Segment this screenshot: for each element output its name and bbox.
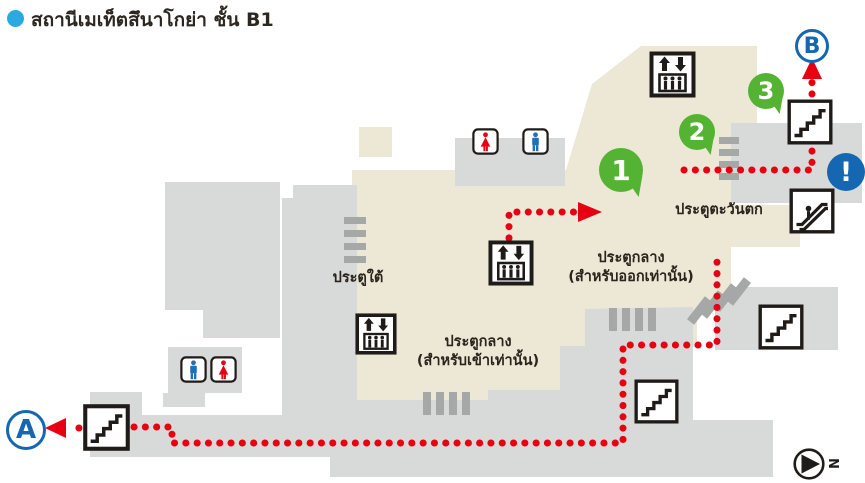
gate-bars-central-entry	[423, 392, 470, 415]
label-central-gate-entry-line1: ประตูกลาง	[444, 334, 512, 350]
alert-glyph: !	[839, 156, 853, 188]
gate-bars-central-exit	[609, 277, 751, 331]
label-central-gate-entry: ประตูกลาง (สำหรับเข้าเท่านั้น)	[394, 333, 562, 370]
toilet-women-icon	[210, 356, 237, 383]
route-arrow-right-icon	[578, 202, 602, 222]
stairs-icon	[758, 304, 804, 350]
label-central-gate-exit-line2: (สำหรับออกเท่านั้น)	[568, 268, 694, 285]
route-arrow-up-icon	[802, 58, 822, 79]
exit-a-letter: A	[15, 415, 37, 445]
area-concourse-small	[359, 127, 392, 157]
page-title: สถานีเมเท็ตสึนาโกย่า ชั้น B1	[31, 9, 274, 31]
toilet-men-icon	[522, 128, 549, 155]
escalator-icon	[789, 188, 835, 234]
label-central-gate-exit-line1: ประตูกลาง	[597, 250, 665, 266]
step-balloon-3: 3	[748, 73, 792, 114]
title-bullet-icon	[7, 10, 24, 27]
step-balloon-1: 1	[599, 148, 651, 197]
compass-icon	[792, 447, 826, 481]
area-corridor-strip	[282, 185, 357, 430]
route-to-exit-a	[130, 258, 721, 447]
exit-b-letter: B	[803, 33, 821, 59]
stairs-icon	[83, 404, 130, 451]
label-south-gate: ประตูใต้	[332, 270, 384, 286]
area-corridor-bottom-far-right	[600, 420, 773, 477]
label-west-gate: ประตูตะวันตก	[675, 202, 763, 218]
gate-bars-south	[344, 217, 366, 263]
route-arrow-left-icon	[45, 418, 66, 438]
elevator-icon	[488, 240, 534, 286]
area-corridor-bottom-mid2	[488, 390, 560, 477]
step-balloon-3-number: 3	[757, 77, 775, 105]
route-to-exit-b	[680, 145, 816, 174]
step-balloon-1-number: 1	[611, 153, 631, 187]
label-central-gate-entry-line2: (สำหรับเข้าเท่านั้น)	[416, 352, 540, 369]
exit-a-marker: A	[6, 410, 46, 450]
route-from-elevator	[505, 208, 580, 242]
toilet-women-icon	[472, 128, 499, 155]
alert-icon: !	[827, 153, 865, 191]
step-balloon-2-number: 2	[688, 118, 706, 146]
stairs-icon	[634, 379, 679, 424]
area-corridor-left	[165, 182, 280, 338]
exit-b-marker: B	[795, 29, 829, 63]
gate-bars-west	[719, 137, 739, 180]
label-central-gate-exit: ประตูกลาง (สำหรับออกเท่านั้น)	[550, 249, 712, 286]
stairs-icon	[787, 99, 833, 145]
compass-north-label: N	[824, 458, 840, 469]
area-corridor-bottom-mid	[330, 400, 488, 477]
elevator-icon	[355, 313, 397, 355]
toilet-men-icon	[180, 356, 207, 383]
step-balloon-2: 2	[679, 114, 723, 155]
elevator-icon	[649, 51, 696, 98]
